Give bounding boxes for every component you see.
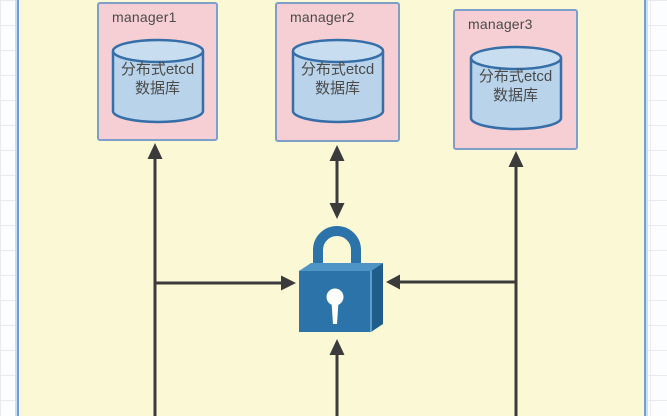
node-manager3: manager3 分布式etcd 数据库 xyxy=(453,9,578,150)
database-cylinder-icon: 分布式etcd 数据库 xyxy=(110,38,206,126)
padlock-shape xyxy=(299,226,383,332)
node-manager1: manager1 分布式etcd 数据库 xyxy=(97,2,218,141)
database-label-line1: 分布式etcd xyxy=(120,61,195,78)
database-label: 分布式etcd 数据库 xyxy=(110,60,206,98)
node-manager2-label: manager2 xyxy=(290,9,355,25)
database-cylinder-icon: 分布式etcd 数据库 xyxy=(468,45,564,133)
database-cylinder-icon: 分布式etcd 数据库 xyxy=(290,38,386,126)
padlock-icon xyxy=(293,220,389,342)
database-cylinder-shape xyxy=(469,45,562,131)
database-cylinder-shape xyxy=(291,38,384,124)
database-label: 分布式etcd 数据库 xyxy=(290,60,386,98)
database-label-line2: 数据库 xyxy=(134,80,180,97)
database-cylinder-shape xyxy=(111,38,204,124)
database-label-line1: 分布式etcd xyxy=(478,68,553,85)
database-label: 分布式etcd 数据库 xyxy=(468,67,564,105)
node-manager1-label: manager1 xyxy=(112,9,177,25)
node-manager3-label: manager3 xyxy=(468,16,533,32)
database-label-line1: 分布式etcd xyxy=(300,61,375,78)
database-label-line2: 数据库 xyxy=(314,80,360,97)
node-manager2: manager2 分布式etcd 数据库 xyxy=(275,2,400,142)
database-label-line2: 数据库 xyxy=(492,87,538,104)
